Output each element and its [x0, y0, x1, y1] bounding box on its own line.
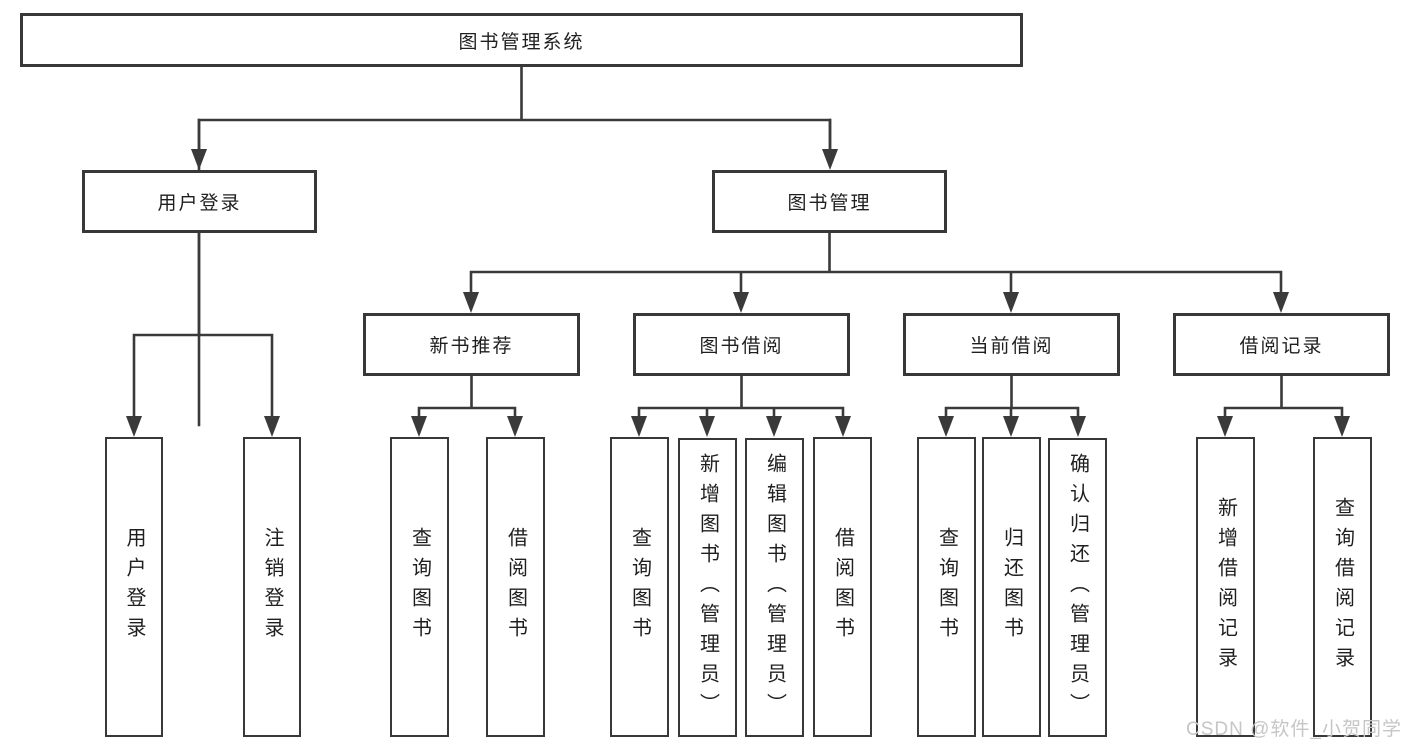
leaf-add-books-admin-label: 新增图书（管理员）: [696, 452, 719, 723]
leaf-recommend-query-books: 查询图书: [390, 437, 449, 737]
leaf-borrow-query-books-label: 查询图书: [628, 527, 651, 647]
leaf-recommend-query-books-label: 查询图书: [408, 527, 431, 647]
leaf-confirm-return-admin-label: 确认归还（管理员）: [1066, 452, 1089, 723]
node-root: 图书管理系统: [20, 13, 1023, 67]
node-user-login: 用户登录: [82, 170, 317, 233]
arrowheads: [126, 149, 1350, 437]
leaf-add-borrow-record: 新增借阅记录: [1196, 437, 1255, 737]
leaf-borrow-query-books: 查询图书: [610, 437, 669, 737]
leaf-edit-books-admin: 编辑图书（管理员）: [745, 438, 804, 737]
leaf-current-query-books-label: 查询图书: [935, 527, 958, 647]
node-new-book-recommend-label: 新书推荐: [429, 336, 514, 357]
node-book-borrow-label: 图书借阅: [699, 336, 784, 357]
leaf-add-books-admin: 新增图书（管理员）: [678, 438, 737, 737]
node-book-management-label: 图书管理: [787, 193, 872, 214]
node-borrow-records-label: 借阅记录: [1239, 336, 1324, 357]
node-new-book-recommend: 新书推荐: [363, 313, 580, 376]
node-book-management: 图书管理: [712, 170, 947, 233]
leaf-edit-books-admin-label: 编辑图书（管理员）: [763, 452, 786, 723]
leaf-add-borrow-record-label: 新增借阅记录: [1214, 497, 1237, 677]
leaf-user-login-label: 用户登录: [123, 527, 145, 647]
leaf-logout: 注销登录: [243, 437, 301, 737]
node-root-label: 图书管理系统: [458, 31, 585, 53]
node-borrow-records: 借阅记录: [1173, 313, 1390, 376]
leaf-query-borrow-record-label: 查询借阅记录: [1331, 497, 1354, 677]
csdn-watermark: CSDN @软件_小贺同学: [1186, 719, 1402, 740]
node-current-borrow: 当前借阅: [903, 313, 1120, 376]
node-book-borrow: 图书借阅: [633, 313, 850, 376]
leaf-confirm-return-admin: 确认归还（管理员）: [1048, 438, 1107, 737]
leaf-recommend-borrow-books-label: 借阅图书: [504, 527, 527, 647]
leaf-recommend-borrow-books: 借阅图书: [486, 437, 545, 737]
leaf-borrow-books: 借阅图书: [813, 437, 872, 737]
leaf-return-books: 归还图书: [982, 437, 1041, 737]
leaf-query-borrow-record: 查询借阅记录: [1313, 437, 1372, 737]
node-user-login-label: 用户登录: [157, 193, 242, 214]
leaf-user-login: 用户登录: [105, 437, 163, 737]
leaf-borrow-books-label: 借阅图书: [831, 527, 854, 647]
node-current-borrow-label: 当前借阅: [969, 336, 1054, 357]
leaf-return-books-label: 归还图书: [1000, 527, 1023, 647]
leaf-current-query-books: 查询图书: [917, 437, 976, 737]
leaf-logout-label: 注销登录: [261, 527, 283, 647]
